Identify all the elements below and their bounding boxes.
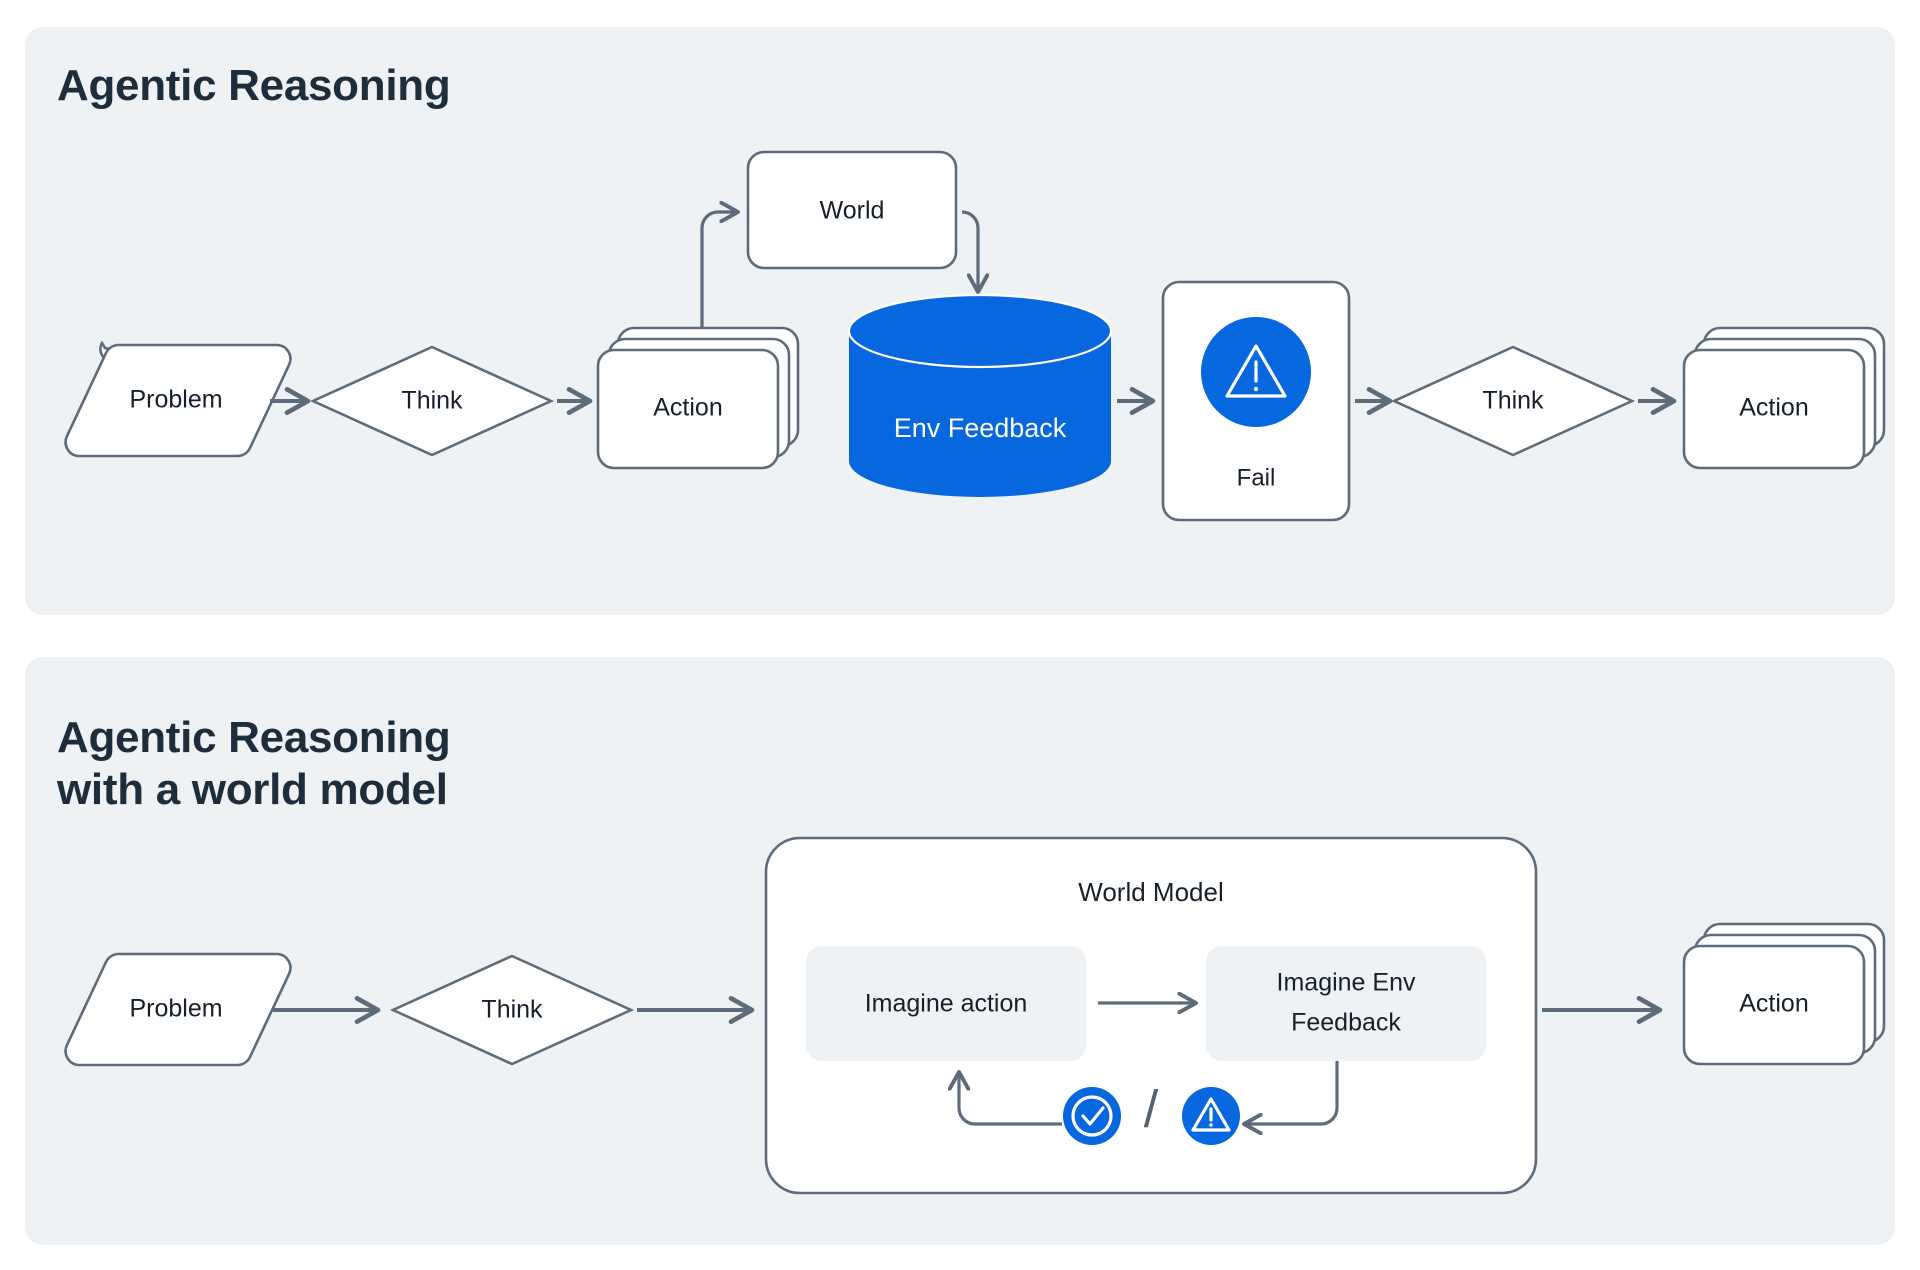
panel-title-agentic-reasoning-world-model: Agentic Reasoning with a world model [57, 713, 451, 814]
panel-title-agentic-reasoning: Agentic Reasoning [57, 61, 451, 110]
panel-agentic-reasoning [25, 27, 1895, 615]
